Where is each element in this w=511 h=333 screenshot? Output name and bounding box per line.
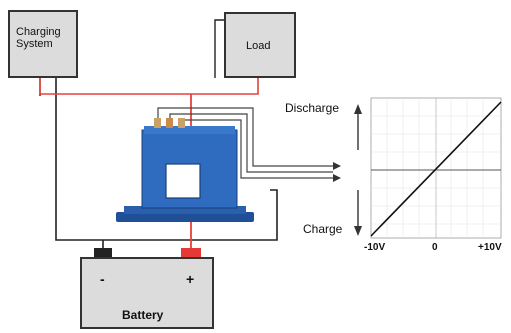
arrow-head-2 [333,174,341,182]
x-tick-zero: 0 [432,242,438,253]
sensor-aperture [165,163,201,199]
power-wire-charging [39,78,259,95]
battery-box: - + Battery [80,257,214,329]
current-sensor [116,118,254,222]
sensor-top-lip [144,126,235,134]
discharge-label: Discharge [285,101,340,115]
load-box: Load [224,12,296,78]
battery-minus-label: - [100,271,105,287]
battery-positive-terminal [181,248,201,258]
discharge-arrow-head [354,104,362,114]
sensor-pin-2 [166,118,173,128]
x-tick-pos-10v: +10V [478,242,502,253]
charge-arrow-head [354,226,362,236]
sensor-base-plate [116,212,254,222]
signal-wire-2 [169,113,333,173]
graph-response-line [370,101,502,237]
x-tick-neg-10v: -10V [364,242,386,253]
arrow-head-1 [333,162,341,170]
sensor-pin-3 [178,118,185,128]
output-graph [354,97,502,239]
sensor-pin-1 [154,118,161,128]
battery-label: Battery [122,308,164,322]
battery-plus-label: + [186,271,195,287]
charge-label: Charge [303,222,343,236]
sensor-mount-tab [124,206,246,214]
battery-negative-terminal [94,248,112,258]
ground-wire [55,78,278,252]
signal-wire-1 [157,107,333,167]
charging-system-box: Charging System [8,10,78,78]
load-label: Load [246,40,271,52]
charging-system-label: Charging System [16,26,61,50]
